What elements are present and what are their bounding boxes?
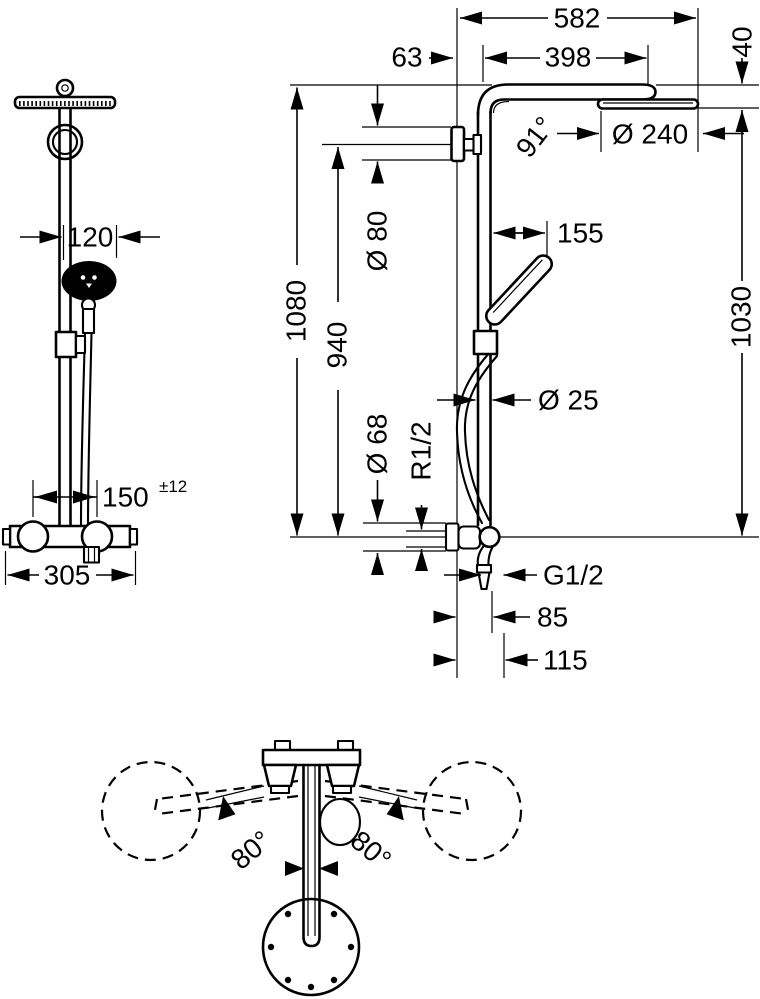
dim-68: Ø 68 — [362, 414, 393, 475]
wall-bracket — [450, 125, 483, 163]
thermostat-side — [444, 522, 501, 591]
shower-hose-side — [455, 350, 499, 525]
wall-plate-top — [261, 748, 362, 767]
hand-shower-handle — [81, 307, 96, 335]
hand-shower-side — [484, 254, 554, 326]
overhead-swung-right — [421, 760, 523, 862]
side-dimension-lines — [290, 11, 749, 667]
front-view: 120 150 ±12 305 — [1, 78, 187, 591]
valve-cap-left — [1, 527, 12, 546]
dim-240: Ø 240 — [612, 119, 688, 150]
side-view: 582 398 63 40 Ø 240 91° Ø 80 1080 940 15… — [281, 3, 759, 678]
top-swivel-view: 80° 80° — [100, 739, 523, 997]
swivel-range-dashed — [100, 760, 523, 862]
shower-pillar-front — [58, 105, 72, 528]
riser-pipe-top — [302, 763, 321, 948]
dim-150: 150 — [102, 482, 149, 513]
dim-120: 120 — [67, 222, 114, 253]
arm-joint-inner — [61, 84, 69, 92]
shower-arm — [476, 83, 657, 117]
valve-top-view — [261, 739, 362, 847]
overhead-swung-left — [100, 760, 202, 862]
knob-right-top — [325, 763, 361, 788]
rotation-arrow-left — [218, 796, 236, 821]
dim-398: 398 — [545, 42, 592, 73]
dim-1030: 1030 — [726, 286, 757, 348]
dim-80dia: Ø 80 — [362, 211, 393, 272]
dim-305: 305 — [44, 560, 91, 591]
spray-dot-right — [92, 275, 97, 280]
dim-91deg: 91° — [510, 111, 560, 163]
hose-nut — [477, 571, 491, 591]
knob-right-foot — [331, 784, 353, 795]
valve-cap-right — [128, 527, 139, 546]
hand-shower-holder-side — [472, 329, 499, 356]
valve-knob-left — [16, 520, 50, 553]
holder-clamp-front — [54, 330, 78, 359]
swivel-annotations — [218, 796, 404, 876]
spray-mark — [86, 283, 92, 288]
dim-G12: G1/2 — [543, 560, 604, 591]
dim-40: 40 — [727, 26, 758, 57]
side-extension-lines — [290, 8, 759, 678]
dim-R12: R1/2 — [406, 421, 437, 480]
dim-150-tolerance: ±12 — [159, 477, 187, 496]
spray-dot-left — [80, 275, 86, 280]
center-arrow-right — [319, 861, 338, 876]
dim-1080: 1080 — [281, 280, 312, 342]
dim-582: 582 — [554, 3, 601, 34]
dim-85: 85 — [537, 602, 568, 633]
dim-115: 115 — [543, 645, 588, 676]
rotation-arrow-right — [386, 796, 404, 821]
hose-outlet-front — [82, 545, 101, 564]
dim-25: Ø 25 — [538, 385, 599, 416]
thermostat-front — [1, 520, 139, 564]
overhead-shower-top — [261, 897, 361, 997]
holder-arm-front — [74, 334, 87, 355]
dim-80deg-left: 80° — [225, 825, 277, 876]
center-arrow-left — [285, 861, 304, 876]
hand-shower-front — [61, 261, 117, 335]
shower-hose-front — [79, 331, 93, 528]
knob-left-foot — [269, 784, 291, 795]
front-extension-lines — [4, 225, 137, 585]
wall-holder-ring — [46, 123, 84, 161]
shower-arm-inner-line — [492, 100, 510, 114]
dim-63: 63 — [391, 42, 422, 73]
arm-joint-front — [55, 78, 75, 98]
dim-940: 940 — [322, 322, 353, 369]
knob-left-top — [262, 763, 298, 788]
front-dimension-lines — [7, 230, 160, 582]
valve-outlet-circle — [478, 525, 501, 549]
overhead-shower-side — [596, 98, 700, 110]
dim-155: 155 — [557, 218, 604, 249]
